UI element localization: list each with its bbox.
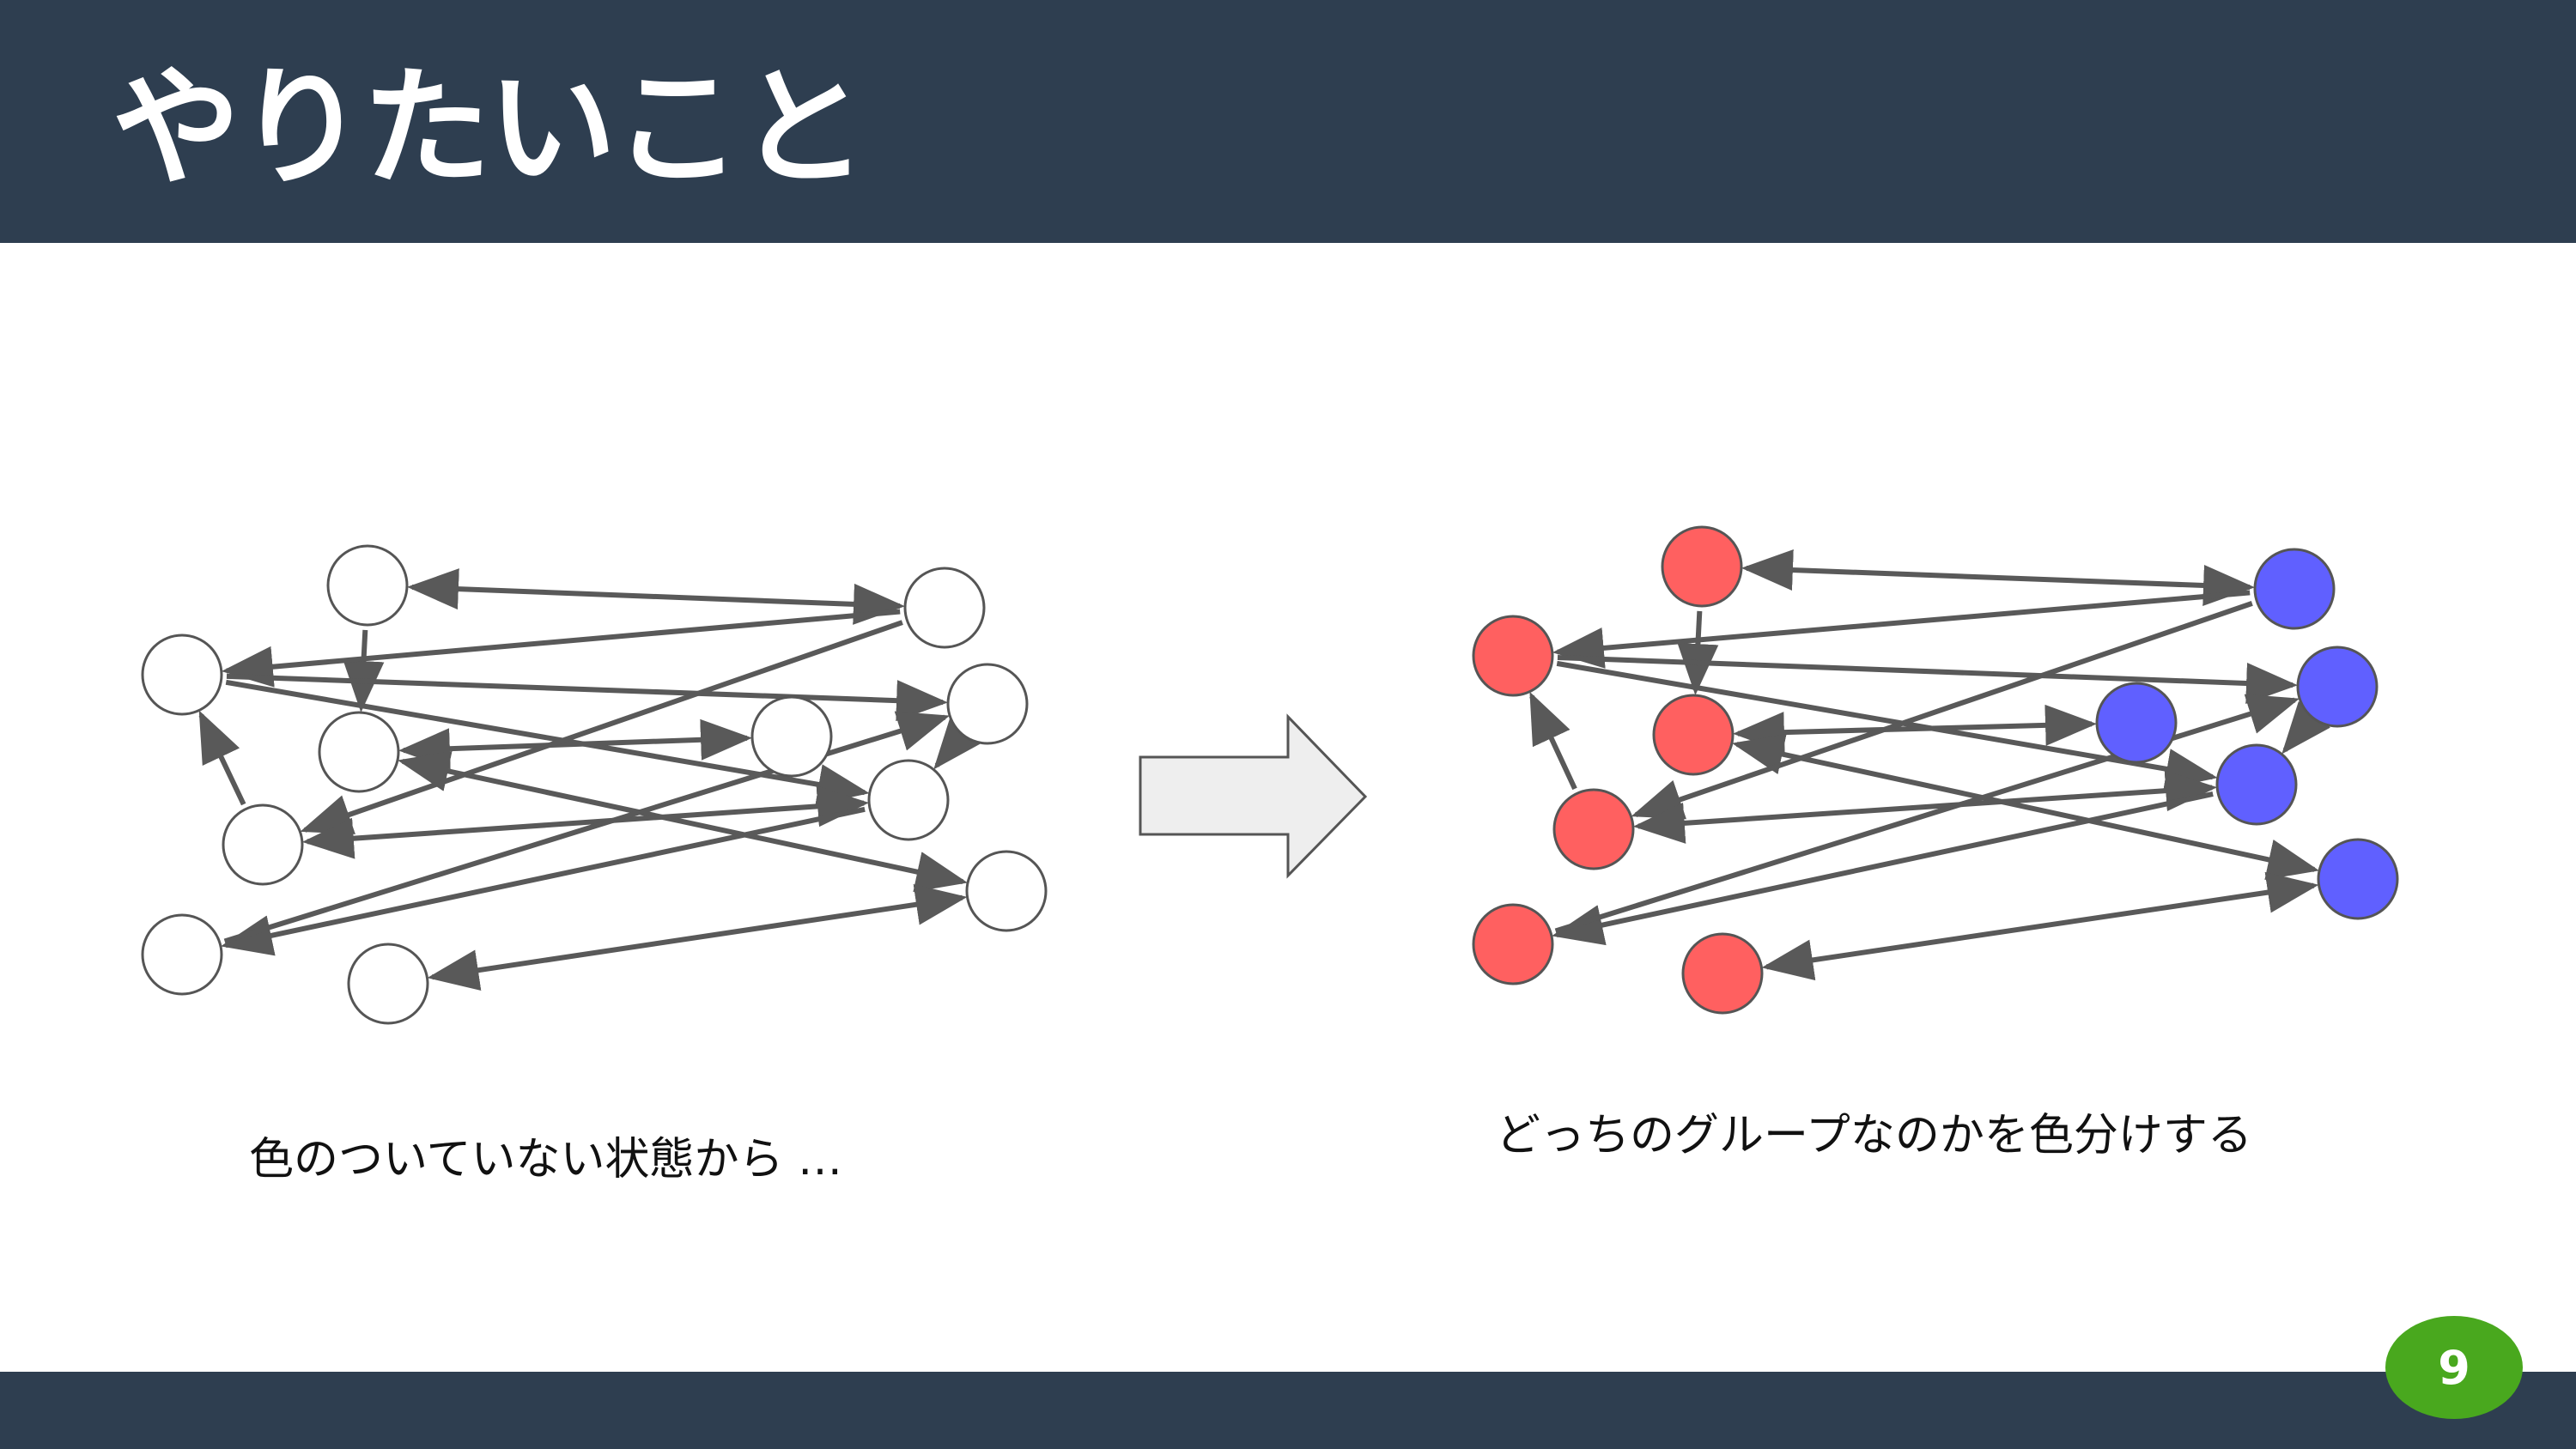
before-node-B	[141, 634, 223, 716]
caption-after: どっちのグループなのかを色分けする	[1496, 1110, 2252, 1161]
after-node-D	[1552, 788, 1635, 870]
before-edge-D-J	[301, 785, 870, 859]
after-node-J	[2215, 743, 2298, 826]
before-edge-D-B	[198, 710, 246, 806]
before-node-E	[141, 913, 223, 996]
edges-before	[198, 568, 982, 991]
transition-arrow	[1139, 713, 1368, 879]
page-number-badge: 9	[2385, 1316, 2523, 1419]
before-node-K	[965, 850, 1048, 932]
before-edge-G-B	[221, 609, 901, 688]
after-edge-C-I	[1732, 704, 2098, 754]
after-edge-A-C	[1677, 610, 1719, 696]
slide-footer	[0, 1372, 2576, 1449]
before-edge-J-E	[220, 806, 866, 956]
before-edge-A-G	[406, 568, 906, 625]
after-edge-H-J	[2281, 700, 2330, 755]
nodes-before	[141, 544, 1048, 1025]
before-node-A	[326, 544, 409, 627]
caption-before: 色のついていない状態から …	[249, 1134, 842, 1185]
after-edge-J-E	[1551, 791, 2214, 946]
edges-after	[1529, 549, 2330, 981]
after-node-I	[2095, 682, 2178, 764]
after-node-C	[1652, 694, 1735, 776]
after-node-H	[2296, 646, 2379, 728]
after-node-A	[1661, 525, 1743, 608]
before-edge-A-C	[343, 629, 385, 713]
slide-header: やりたいこと	[0, 0, 2576, 243]
after-edge-D-B	[1529, 691, 1577, 791]
after-edge-A-G	[1741, 549, 2256, 606]
before-edge-C-I	[398, 718, 753, 770]
before-node-J	[867, 759, 950, 841]
before-node-G	[903, 567, 986, 649]
after-node-K	[2317, 838, 2399, 920]
after-node-E	[1472, 903, 1554, 985]
before-edge-F-K	[427, 883, 968, 991]
before-node-I	[750, 695, 833, 778]
before-edge-H-J	[933, 716, 982, 770]
after-edge-G-B	[1552, 590, 2251, 669]
after-edge-D-J	[1632, 770, 2218, 844]
before-node-H	[946, 663, 1029, 745]
nodes-after	[1472, 525, 2399, 1015]
after-node-B	[1472, 615, 1554, 697]
slide-title: やりたいこと	[112, 54, 867, 203]
after-node-F	[1681, 932, 1764, 1015]
before-node-D	[222, 803, 304, 886]
after-edge-B-H	[1557, 654, 2299, 705]
after-node-G	[2253, 548, 2336, 630]
before-node-C	[318, 711, 400, 793]
after-edge-F-K	[1761, 871, 2319, 981]
before-node-F	[347, 943, 429, 1025]
before-edge-B-H	[226, 673, 949, 722]
